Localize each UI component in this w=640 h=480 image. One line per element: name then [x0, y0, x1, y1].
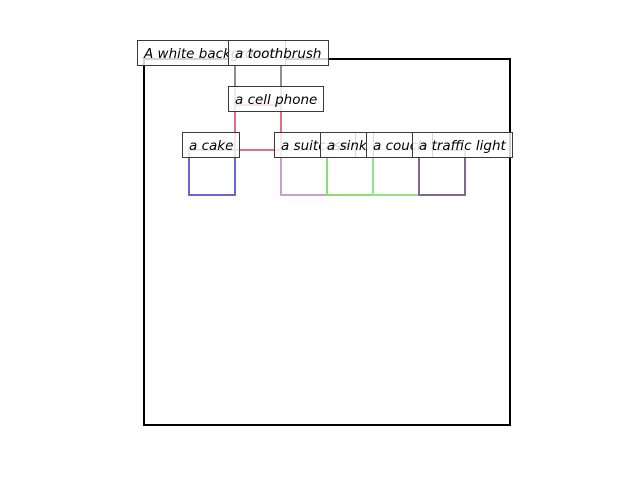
toothbrush-label: a toothbrush: [228, 40, 329, 66]
frame-box: [143, 58, 511, 426]
cell-phone-label: a cell phone: [228, 86, 325, 112]
sink-label: a sink: [320, 132, 374, 158]
cake-label: a cake: [182, 132, 241, 158]
traffic-light-label: a traffic light: [412, 132, 513, 158]
